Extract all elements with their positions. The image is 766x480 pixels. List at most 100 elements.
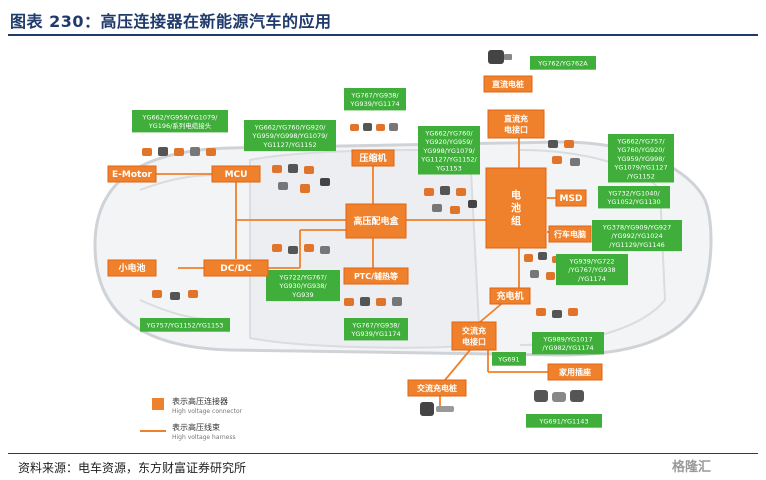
legend: 表示高压连接器 High voltage connector 表示高压线束 Hi… xyxy=(140,396,243,441)
module-compressor: 压缩机 xyxy=(351,149,395,167)
connector-cluster-5 xyxy=(548,140,580,166)
label-l7: YG732/YG1040/YG1052/YG1130 xyxy=(598,186,670,209)
label-text: YG1153 xyxy=(435,164,462,172)
watermark-logo: 格隆汇 xyxy=(672,460,712,475)
label-text: YG662/YG760/ xyxy=(424,130,473,138)
module-ptc: PTC/辅热等 xyxy=(343,267,409,285)
module-label: 直流电桩 xyxy=(492,79,524,89)
module-label: MSD xyxy=(560,194,583,204)
label-text: YG939/YG1174 xyxy=(350,330,400,338)
label-l13: YG691 xyxy=(492,352,526,366)
label-text: YG691 xyxy=(497,356,519,364)
module-label: 直流充 xyxy=(504,113,528,123)
label-text: YG767/YG938/ xyxy=(351,322,400,330)
module-label: 高压配电盒 xyxy=(353,215,399,227)
label-l6: YG662/YG757/YG760/YG920/YG959/YG998/YG10… xyxy=(608,134,674,183)
label-l8: YG378/YG909/YG927/YG992/YG1024/YG1129/YG… xyxy=(592,220,682,252)
legend-connector-cn: 表示高压连接器 xyxy=(172,396,228,406)
home-plug-photo xyxy=(534,390,584,402)
module-label: 电接口 xyxy=(504,124,528,134)
connector-cluster-7 xyxy=(272,244,330,254)
label-text: YG757/YG1152/YG1153 xyxy=(146,322,224,330)
module-label: 行车电脑 xyxy=(553,229,586,239)
label-l9: YG939/YG722/YG767/YG938/YG1174 xyxy=(556,254,628,286)
label-l3: YG767/YG938/YG939/YG1174 xyxy=(344,88,406,111)
legend-connector-en: High voltage connector xyxy=(172,408,243,415)
connector-cluster-4 xyxy=(424,186,477,214)
label-text: YG662/YG760/YG920/ xyxy=(254,124,327,132)
label-text: YG959/YG998/ xyxy=(616,155,665,163)
label-l1: YG662/YG959/YG1079/YG196/系列电缆接头 xyxy=(132,110,228,133)
module-msd: MSD xyxy=(555,189,587,207)
module-label: 交流充电桩 xyxy=(417,383,457,393)
label-text: YG196/系列电缆接头 xyxy=(148,121,212,130)
connector-cluster-2 xyxy=(272,164,330,193)
module-label: 电 xyxy=(511,189,521,202)
module-label: DC/DC xyxy=(220,264,252,274)
label-text: YG662/YG959/YG1079/ xyxy=(142,114,219,122)
title-divider xyxy=(8,34,758,36)
label-text: YG691/YG1143 xyxy=(538,418,588,426)
module-label: MCU xyxy=(225,170,248,180)
module-obc: 充电机 xyxy=(489,287,531,305)
label-text: /YG1152 xyxy=(627,172,655,180)
footer-divider xyxy=(8,453,758,454)
module-hv-box: 高压配电盒 xyxy=(345,203,407,239)
label-text: /YG992/YG1024 xyxy=(611,232,662,240)
label-l2: YG662/YG760/YG920/YG959/YG998/YG1079/YG1… xyxy=(244,120,336,152)
module-ac-pile: 交流充电桩 xyxy=(407,379,467,397)
label-text: /YG1129/YG1146 xyxy=(609,241,664,249)
label-text: YG1127/YG1152 xyxy=(262,141,316,149)
label-text: YG939/YG1174 xyxy=(349,100,399,108)
legend-connector-swatch xyxy=(152,398,164,410)
label-text: /YG982/YG1174 xyxy=(542,344,593,352)
label-text: YG930/YG938/ xyxy=(278,282,327,290)
module-battery: 电池组 xyxy=(485,167,547,249)
legend-harness-en: High voltage harness xyxy=(172,434,236,441)
module-label: PTC/辅热等 xyxy=(354,271,398,281)
dc-plug-photo xyxy=(488,50,512,64)
label-l5: YG762/YG762A xyxy=(530,56,596,70)
module-label: 电接口 xyxy=(462,336,486,346)
label-text: YG732/YG1040/ xyxy=(607,190,660,198)
module-dcdc: DC/DC xyxy=(203,259,269,277)
module-emotor: E-Motor xyxy=(107,165,157,183)
module-label: 交流充 xyxy=(462,325,486,335)
module-label: 小电池 xyxy=(117,262,145,274)
module-label: E-Motor xyxy=(112,170,153,180)
label-text: YG722/YG767/ xyxy=(278,274,327,282)
label-text: YG959/YG998/YG1079/ xyxy=(252,132,329,140)
module-label: 压缩机 xyxy=(359,152,386,164)
module-home-socket: 家用插座 xyxy=(547,363,603,381)
module-dc-pile: 直流电桩 xyxy=(483,75,533,93)
label-text: YG760/YG920/ xyxy=(616,146,665,154)
label-l10: YG722/YG767/YG930/YG938/YG939 xyxy=(266,270,340,302)
label-text: YG762/YG762A xyxy=(537,60,588,68)
label-l15: YG691/YG1143 xyxy=(526,414,602,428)
source-note: 资料来源：电车资源，东方财富证券研究所 xyxy=(18,461,247,475)
label-l11: YG757/YG1152/YG1153 xyxy=(140,318,230,332)
connector-cluster-1 xyxy=(142,147,216,156)
connector-model-labels: YG662/YG959/YG1079/YG196/系列电缆接头 YG662/YG7… xyxy=(132,56,682,428)
connector-cluster-8 xyxy=(152,290,198,300)
label-text: /YG1174 xyxy=(578,275,606,283)
label-text: /YG767/YG938 xyxy=(568,266,615,274)
label-text: YG1079/YG1127 xyxy=(613,164,667,172)
legend-harness-cn: 表示高压线束 xyxy=(172,422,220,432)
connector-cluster-3 xyxy=(350,123,398,131)
module-small-batt: 小电池 xyxy=(107,259,157,277)
label-l4: YG662/YG760/YG920/YG959/YG998/YG1079/YG1… xyxy=(418,126,480,175)
label-text: YG1127/YG1152/ xyxy=(420,156,477,164)
connector-cluster-10 xyxy=(536,308,578,318)
label-text: YG1052/YG1130 xyxy=(606,198,660,206)
module-label: 组 xyxy=(511,215,521,228)
label-l14: YG989/YG1017/YG982/YG1174 xyxy=(532,332,604,355)
label-text: YG662/YG757/ xyxy=(616,138,665,146)
figure-title: 图表 230：高压连接器在新能源汽车的应用 xyxy=(10,12,332,31)
module-label: 充电机 xyxy=(496,290,523,302)
ac-plug-photo xyxy=(420,402,454,416)
module-label: 池 xyxy=(511,202,521,215)
